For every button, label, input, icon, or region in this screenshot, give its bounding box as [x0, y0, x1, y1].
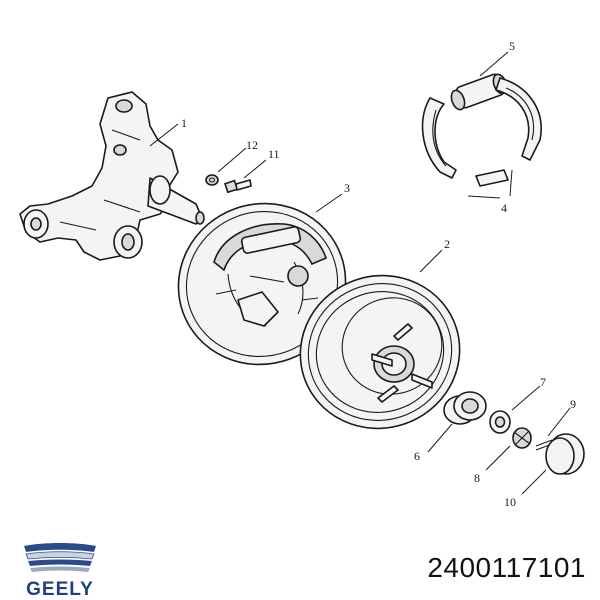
bolt-11 — [224, 179, 252, 194]
callout-10: 10 — [504, 495, 516, 509]
leader-lines — [149, 51, 571, 495]
callout-4: 4 — [501, 201, 507, 215]
callout-2: 2 — [444, 237, 450, 251]
part-number: 2400117101 — [427, 552, 586, 583]
nut-12 — [205, 174, 219, 186]
geely-emblem-icon — [24, 543, 96, 572]
callout-6: 6 — [414, 449, 420, 463]
hub-cap — [545, 433, 585, 475]
steering-knuckle — [19, 91, 205, 261]
wheel-bearing — [443, 391, 487, 425]
washer — [489, 410, 511, 434]
brake-drum — [299, 274, 461, 430]
callout-9: 9 — [570, 397, 576, 411]
callout-11: 11 — [268, 147, 280, 161]
geely-logo: GEELY — [24, 543, 96, 600]
callout-7: 7 — [540, 375, 546, 389]
callout-12: 12 — [246, 138, 258, 152]
brand-name: GEELY — [26, 579, 94, 600]
callout-labels: 1 2 3 4 5 6 7 8 9 10 11 12 — [181, 39, 576, 509]
callout-3: 3 — [344, 181, 350, 195]
brake-shoes — [421, 77, 542, 187]
callout-1: 1 — [181, 116, 187, 130]
castle-nut — [512, 427, 532, 449]
callout-5: 5 — [509, 39, 515, 53]
brake-backing-plate — [177, 202, 347, 366]
callout-8: 8 — [474, 471, 480, 485]
